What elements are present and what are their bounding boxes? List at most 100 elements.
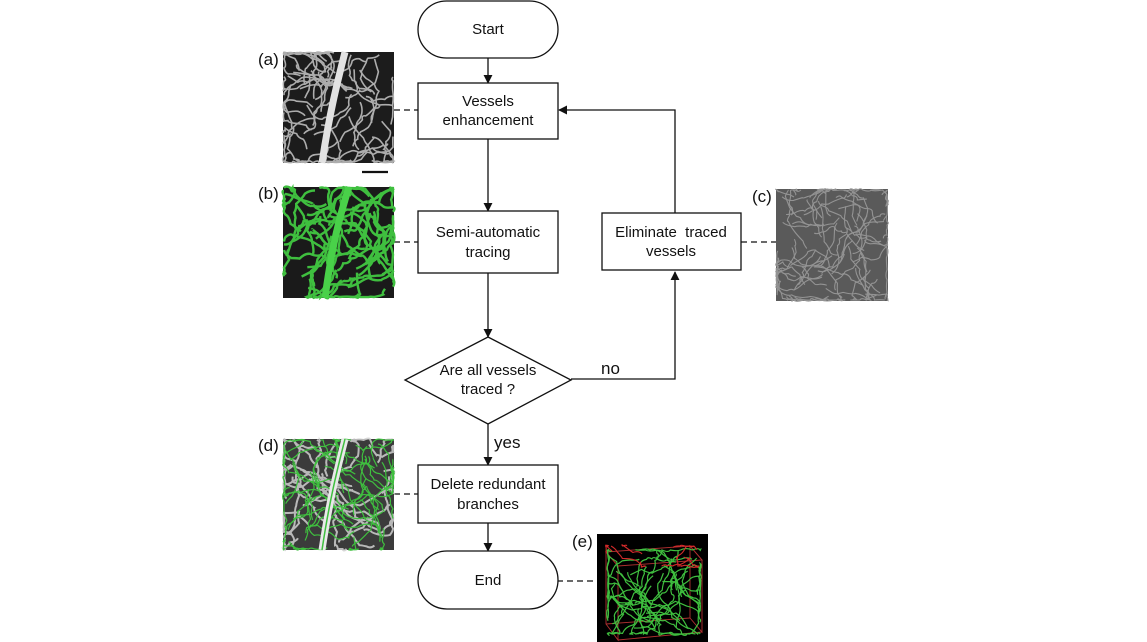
vessel-texture xyxy=(835,195,861,222)
vessel-texture xyxy=(636,556,676,587)
vessel-texture xyxy=(615,570,647,629)
vessel-texture xyxy=(882,215,889,239)
vessel-texture xyxy=(285,506,328,535)
edge-eliminate-to-enhance xyxy=(558,105,676,213)
vessel-texture xyxy=(832,189,867,201)
vessel-texture xyxy=(870,189,888,221)
vessel-texture xyxy=(356,136,394,157)
vessel-texture xyxy=(814,225,848,235)
vessel-texture xyxy=(348,116,378,163)
vessel-texture xyxy=(305,207,332,255)
vessel-texture xyxy=(645,611,701,635)
vessel-texture xyxy=(304,52,318,99)
vessel-texture xyxy=(855,268,885,301)
vessel-texture xyxy=(775,266,792,283)
vessel-texture xyxy=(624,599,658,635)
vessel-texture xyxy=(612,566,647,625)
vessel-texture xyxy=(359,69,381,124)
vessel-texture xyxy=(332,514,348,552)
end-label: End xyxy=(475,572,502,589)
delete-line-1: Delete redundant xyxy=(430,476,546,493)
panel-c-residual-image xyxy=(775,188,889,302)
vessel-texture xyxy=(389,467,395,484)
vessel-texture xyxy=(284,192,328,221)
vessel-texture xyxy=(282,249,291,277)
vessel-texture xyxy=(282,487,290,539)
vessel-texture xyxy=(864,236,889,247)
vessel-texture xyxy=(811,188,837,209)
vessel-texture xyxy=(846,188,881,198)
vessel-texture xyxy=(331,488,384,520)
vessel-texture xyxy=(304,489,325,538)
vessel-texture xyxy=(364,458,394,494)
vessel-texture xyxy=(634,549,693,561)
delete-redundant-branches-node: Delete redundant branches xyxy=(417,464,559,524)
eliminate-line-2: vessels xyxy=(646,243,696,260)
vessel-texture xyxy=(343,191,383,233)
panel-label-b: (b) xyxy=(258,184,279,203)
vessel-texture xyxy=(655,547,702,559)
vessel-texture xyxy=(292,462,342,484)
vessel-texture xyxy=(661,556,692,567)
vessel-texture xyxy=(309,524,355,540)
vessel-texture xyxy=(282,446,286,488)
vessel-texture xyxy=(315,436,323,469)
vessel-texture xyxy=(307,246,366,269)
vessel-texture xyxy=(341,493,386,513)
vessel-texture xyxy=(326,523,375,532)
vessel-texture xyxy=(819,295,843,302)
vessel-texture xyxy=(884,247,889,300)
vessel-texture xyxy=(360,445,383,491)
edge-label-no: no xyxy=(601,359,620,378)
vessel-texture xyxy=(792,188,798,196)
vessel-texture xyxy=(621,544,643,555)
tracing-line-1: Semi-automatic xyxy=(436,224,541,241)
vessel-texture xyxy=(639,561,647,568)
vessel-texture xyxy=(313,106,352,136)
vessel-texture xyxy=(845,227,882,243)
vessel-texture xyxy=(368,443,395,459)
panel-d-overlay-image xyxy=(280,436,396,552)
decision-node: Are all vessels traced ? xyxy=(403,336,573,425)
decision-line-1: Are all vessels xyxy=(440,362,537,379)
vessel-texture xyxy=(786,206,808,249)
vessel-texture xyxy=(283,490,314,521)
vessel-texture xyxy=(776,250,796,277)
vessel-texture xyxy=(347,188,391,235)
vessel-texture xyxy=(630,550,679,576)
vessel-texture xyxy=(801,266,827,286)
vessel-texture xyxy=(781,189,824,202)
vessel-texture xyxy=(352,101,363,151)
vessel-texture xyxy=(365,485,381,542)
vessel-texture xyxy=(346,269,392,287)
vessel-texture xyxy=(854,225,868,273)
vessel-texture xyxy=(605,544,613,552)
vessel-texture xyxy=(817,201,853,232)
vessel-texture xyxy=(303,50,335,85)
vessel-texture xyxy=(791,247,826,267)
vessel-texture xyxy=(657,572,689,630)
vessel-texture xyxy=(365,95,394,106)
vessel-texture xyxy=(347,267,395,289)
vessel-texture xyxy=(370,438,394,467)
vessel-texture xyxy=(863,276,872,302)
vessel-texture xyxy=(288,541,307,550)
panel-label-a: (a) xyxy=(258,50,279,69)
vessel-texture xyxy=(803,194,848,216)
vessel-texture xyxy=(324,463,368,473)
eliminate-traced-vessels-node: Eliminate traced vessels xyxy=(601,212,742,271)
end-node: End xyxy=(417,550,559,610)
eliminate-line-1: Eliminate traced xyxy=(615,224,727,241)
vessel-texture xyxy=(353,69,393,107)
vessel-texture xyxy=(776,273,823,292)
vessel-texture xyxy=(364,212,381,266)
vessel-texture xyxy=(336,520,376,549)
vessel-texture xyxy=(634,616,691,635)
vessel-texture xyxy=(812,189,824,220)
vessel-texture xyxy=(363,513,395,537)
vessel-texture xyxy=(282,469,286,499)
vessel-texture xyxy=(646,600,702,623)
vessel-texture xyxy=(610,545,642,566)
vessel-texture xyxy=(865,293,889,302)
vessel-texture xyxy=(784,189,811,226)
